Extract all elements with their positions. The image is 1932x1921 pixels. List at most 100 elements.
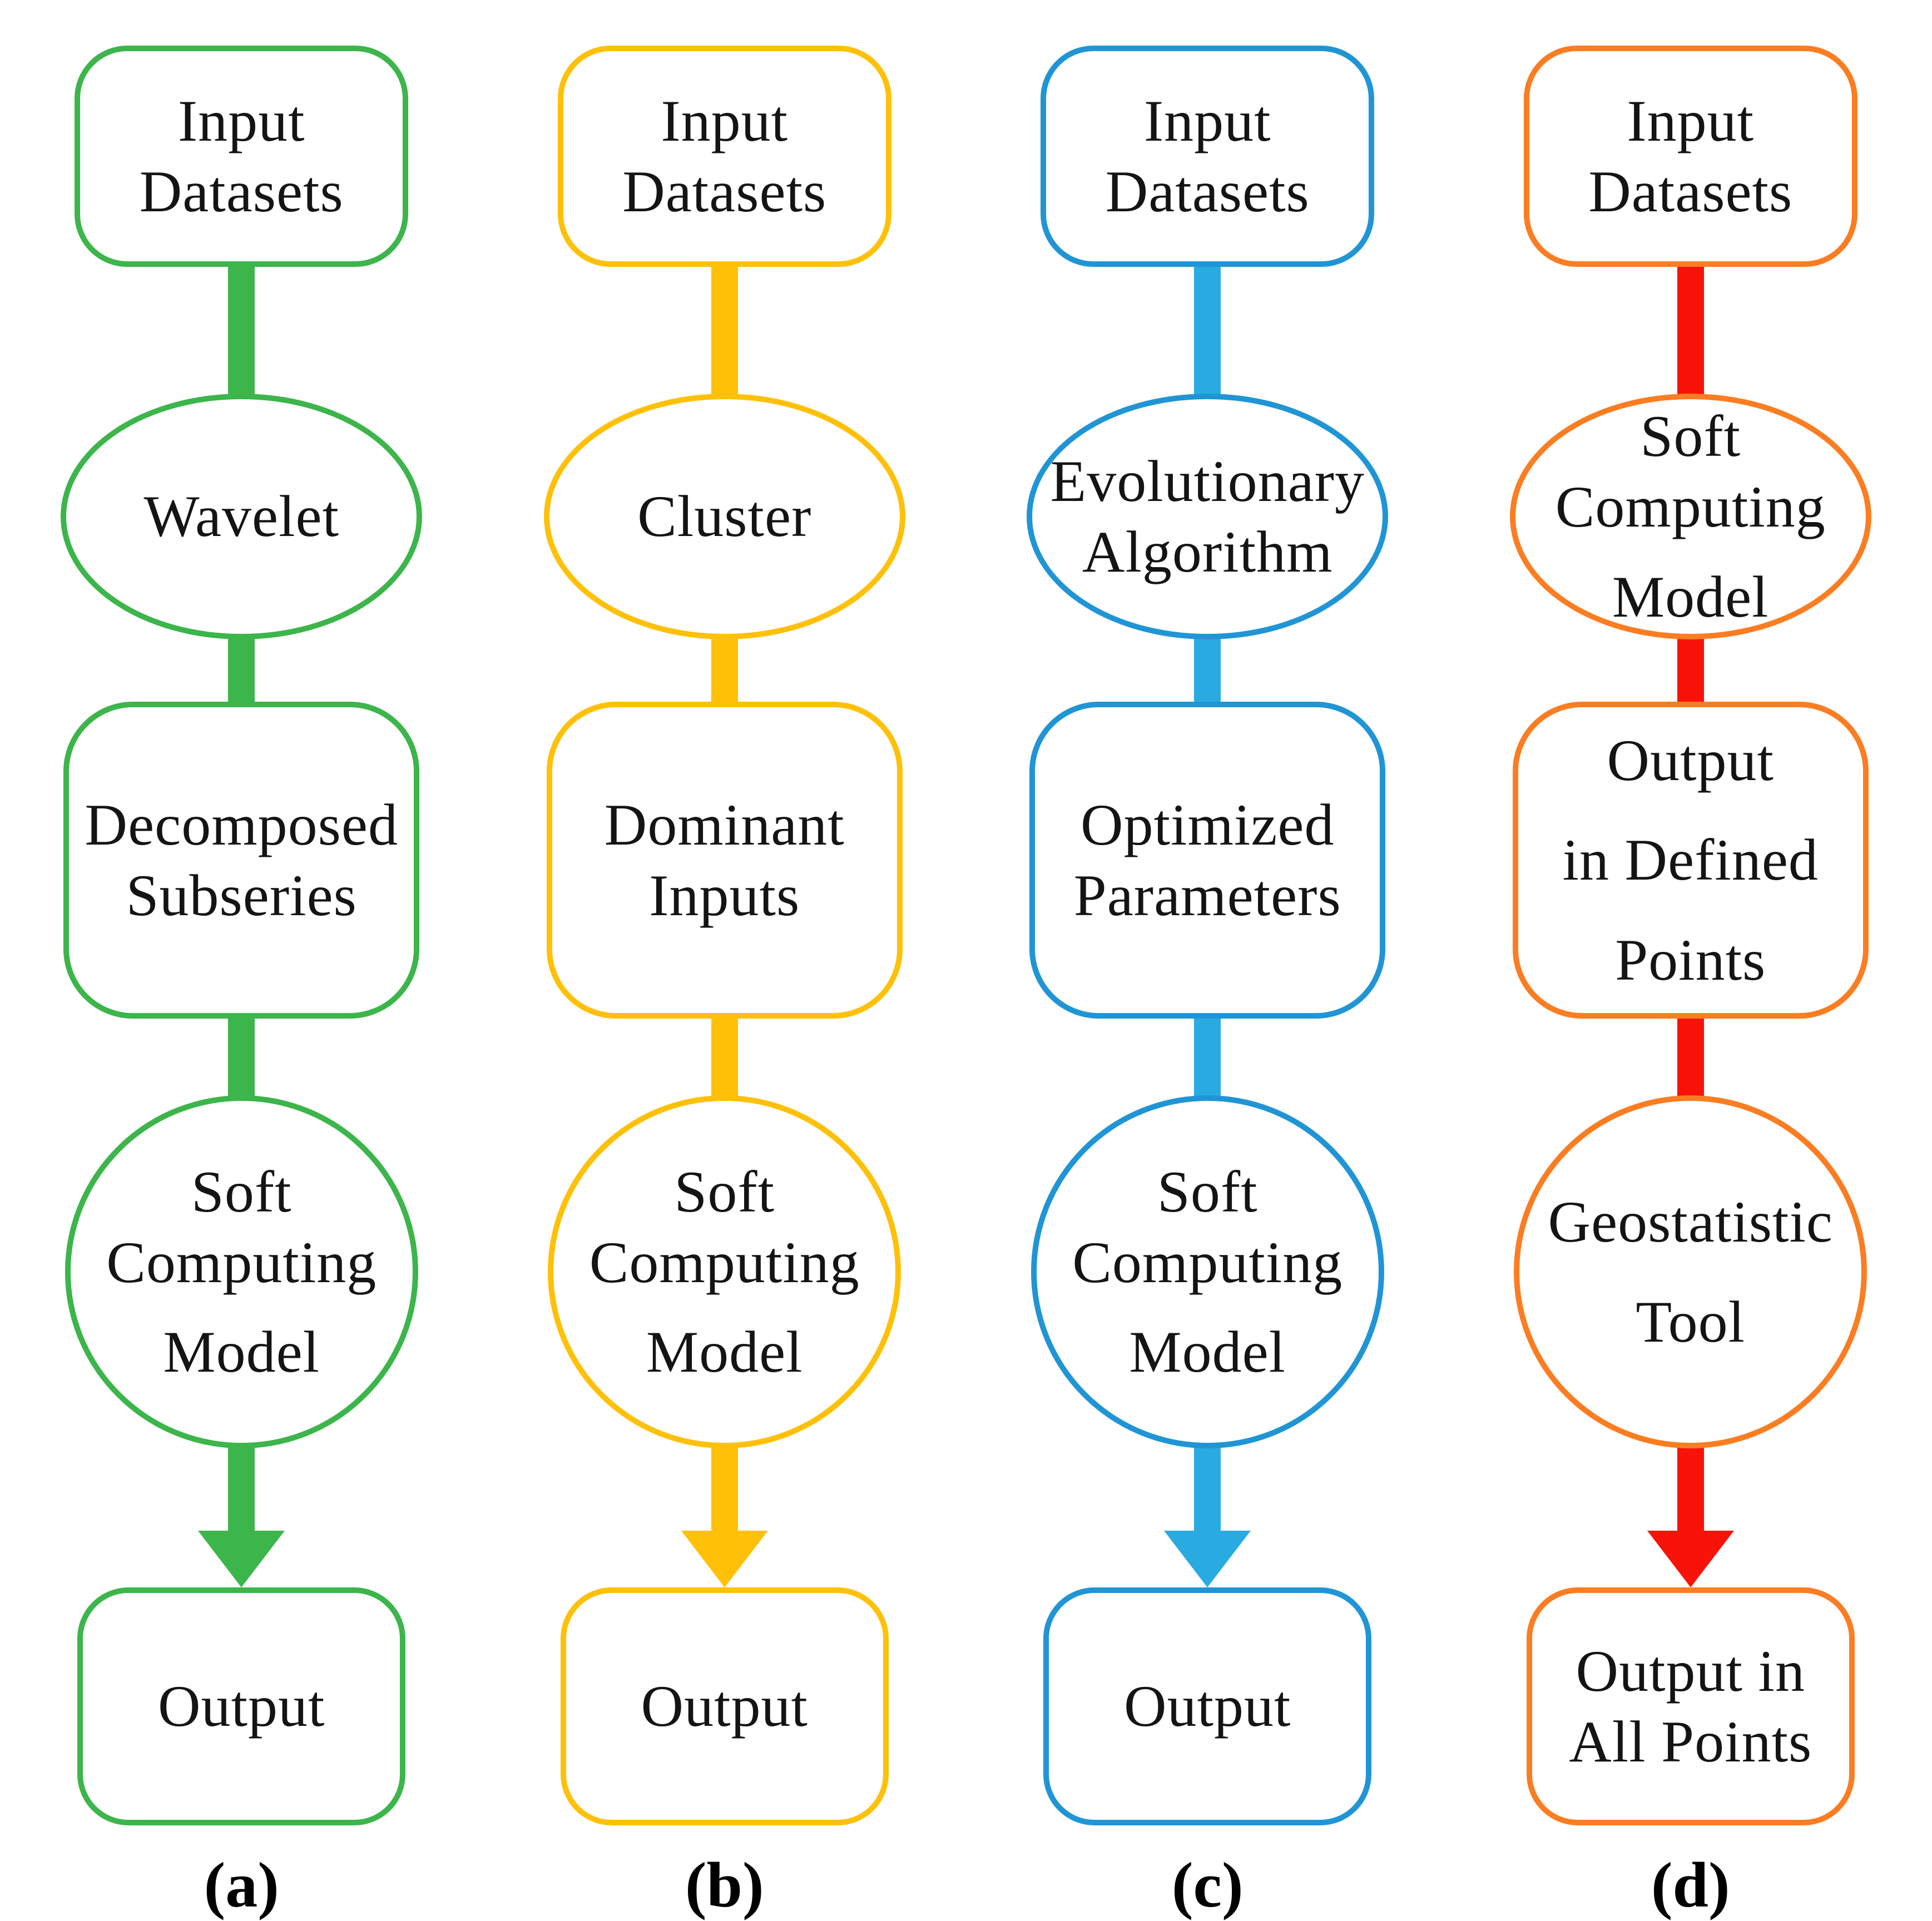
node-line: Output <box>1563 725 1819 796</box>
arrow-head <box>681 1531 768 1587</box>
node-line: Datasets <box>622 156 826 227</box>
flow-column-a: Input Datasets Wavelet Decomposed Subser… <box>0 0 483 1914</box>
node-input-datasets: Input Datasets <box>1524 46 1857 267</box>
node-text: Wavelet <box>143 481 339 552</box>
flow-column-c: Input Datasets Evolutionary Algorithm Op… <box>966 0 1449 1914</box>
node-decomposed-subseries: Decomposed Subseries <box>63 702 419 1019</box>
connector-line <box>1194 1012 1221 1102</box>
node-text: Input Datasets <box>1588 86 1792 227</box>
node-line: Datasets <box>1106 156 1310 227</box>
node-output-in-all-points: Output in All Points <box>1527 1587 1855 1825</box>
column-label-c: (c) <box>1172 1853 1244 1918</box>
node-text: Soft Computing Model <box>1555 401 1826 632</box>
node-text: Evolutionary Algorithm <box>1051 446 1365 587</box>
node-line: Output in <box>1569 1636 1812 1706</box>
connector-line <box>711 1012 738 1102</box>
node-line: Evolutionary <box>1051 446 1365 517</box>
node-text: Soft Computing Model <box>1072 1156 1343 1388</box>
column-label-a: (a) <box>204 1853 279 1918</box>
node-output: Output <box>561 1587 889 1825</box>
node-line: Output <box>641 1671 808 1741</box>
node-line: Output <box>1124 1671 1291 1741</box>
node-line: Datasets <box>1588 156 1792 227</box>
flow-column-d: Input Datasets Soft Computing Model Outp… <box>1449 0 1932 1914</box>
node-line: Optimized <box>1074 790 1341 860</box>
node-geostatistic-tool: Geostatistic Tool <box>1514 1095 1867 1448</box>
node-line: Soft <box>589 1156 860 1227</box>
arrow-head <box>198 1531 285 1587</box>
node-text: Input Datasets <box>1106 86 1310 227</box>
node-line: Cluster <box>637 481 811 552</box>
node-cluster: Cluster <box>544 394 905 639</box>
connector-line <box>228 1012 255 1102</box>
connector-line <box>228 633 255 708</box>
node-line: Algorithm <box>1051 517 1365 587</box>
node-line: Model <box>1072 1317 1343 1387</box>
arrow-shaft <box>711 1442 738 1531</box>
node-text: Optimized Parameters <box>1074 790 1341 931</box>
node-input-datasets: Input Datasets <box>558 46 891 267</box>
node-line: Computing <box>1072 1227 1343 1298</box>
arrow-head <box>1647 1531 1734 1587</box>
node-line: Soft <box>106 1156 377 1227</box>
node-text: Output in All Points <box>1569 1636 1812 1777</box>
node-line: Points <box>1563 925 1819 995</box>
node-line: Computing <box>106 1227 377 1298</box>
connector-line <box>711 633 738 708</box>
arrow-down-icon <box>198 1442 285 1587</box>
node-line: Wavelet <box>143 481 339 552</box>
node-soft-computing-model: Soft Computing Model <box>65 1095 418 1448</box>
node-line: Tool <box>1548 1287 1833 1357</box>
connector-line <box>1194 260 1221 400</box>
connector-line <box>1677 633 1704 708</box>
node-line: in Defined <box>1563 825 1819 895</box>
node-text: Soft Computing Model <box>106 1156 377 1388</box>
node-line: Geostatistic <box>1548 1187 1833 1257</box>
node-output: Output <box>1043 1587 1371 1825</box>
flow-column-b: Input Datasets Cluster Dominant Inputs S… <box>483 0 967 1914</box>
node-text: Input Datasets <box>622 86 826 227</box>
node-soft-computing-model: Soft Computing Model <box>1031 1095 1384 1448</box>
node-output: Output <box>77 1587 405 1825</box>
node-line: Model <box>106 1317 377 1387</box>
node-text: Soft Computing Model <box>589 1156 860 1388</box>
node-line: Output <box>158 1671 325 1741</box>
node-evolutionary-algorithm: Evolutionary Algorithm <box>1027 394 1388 639</box>
connector-line <box>1194 633 1221 708</box>
arrow-shaft <box>1677 1442 1704 1531</box>
node-soft-computing-model: Soft Computing Model <box>1510 394 1871 639</box>
node-soft-computing-model: Soft Computing Model <box>548 1095 901 1448</box>
arrow-down-icon <box>681 1442 768 1587</box>
node-text: Decomposed Subseries <box>85 790 398 931</box>
node-line: Computing <box>589 1227 860 1298</box>
node-line: Inputs <box>605 860 845 931</box>
node-optimized-parameters: Optimized Parameters <box>1029 702 1385 1019</box>
connector-line <box>711 260 738 400</box>
node-line: Input <box>1106 86 1310 156</box>
node-line: Model <box>589 1317 860 1387</box>
column-label-d: (d) <box>1651 1853 1730 1918</box>
node-text: Geostatistic Tool <box>1548 1187 1833 1357</box>
node-line: Input <box>622 86 826 156</box>
node-text: Output in Defined Points <box>1563 725 1819 995</box>
node-line: Computing <box>1555 471 1826 542</box>
arrow-head <box>1164 1531 1251 1587</box>
node-line: Soft <box>1555 401 1826 471</box>
node-text: Input Datasets <box>140 86 344 227</box>
node-line: Dominant <box>605 790 845 860</box>
arrow-down-icon <box>1164 1442 1251 1587</box>
node-text: Output <box>158 1671 325 1741</box>
arrow-down-icon <box>1647 1442 1734 1587</box>
node-dominant-inputs: Dominant Inputs <box>547 702 903 1019</box>
connector-line <box>1677 1012 1704 1102</box>
node-line: Subseries <box>85 860 398 931</box>
node-input-datasets: Input Datasets <box>1041 46 1374 267</box>
node-line: Datasets <box>140 156 344 227</box>
node-line: Soft <box>1072 1156 1343 1227</box>
node-line: All Points <box>1569 1706 1812 1777</box>
node-line: Model <box>1555 562 1826 632</box>
node-input-datasets: Input Datasets <box>75 46 408 267</box>
node-wavelet: Wavelet <box>61 394 422 639</box>
node-text: Dominant Inputs <box>605 790 845 931</box>
